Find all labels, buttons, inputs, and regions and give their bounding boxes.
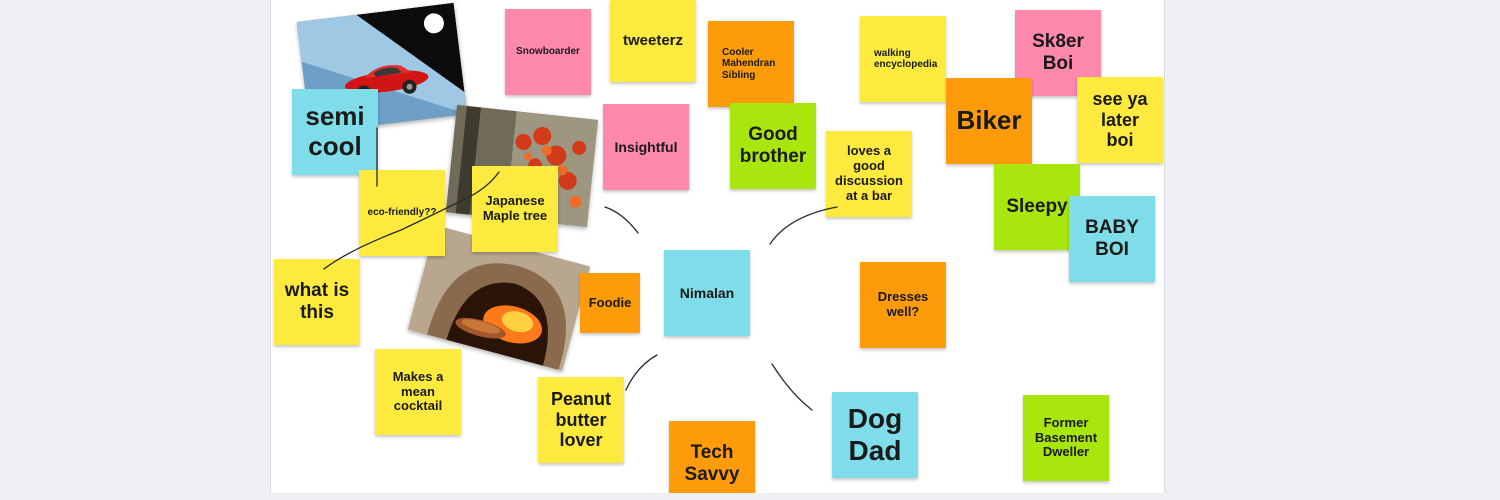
- note-dresses-well[interactable]: Dresses well?: [860, 262, 946, 348]
- note-see-ya-later-boi[interactable]: see ya later boi: [1077, 77, 1163, 163]
- note-text: walking encyclopedia: [874, 47, 938, 71]
- ink-line: [625, 354, 658, 391]
- note-foodie[interactable]: Foodie: [580, 273, 640, 333]
- note-text: Foodie: [588, 294, 632, 310]
- whiteboard-canvas[interactable]: Snowboarder tweeterz Cooler Mahendran Si…: [270, 0, 1165, 493]
- note-text: Dresses well?: [877, 289, 929, 319]
- note-text: Snowboarder: [516, 46, 580, 58]
- ink-line: [604, 206, 639, 234]
- note-loves-discussion[interactable]: loves a good discussion at a bar: [826, 131, 912, 217]
- note-text: Japanese Maple tree: [482, 193, 548, 223]
- note-text: Sk8er Boi: [1032, 31, 1084, 74]
- note-text: Insightful: [614, 138, 678, 155]
- note-tech-savvy[interactable]: Tech Savvy: [669, 421, 755, 493]
- note-text: Dog Dad: [847, 402, 903, 466]
- note-text: tweeterz: [622, 32, 684, 50]
- note-text: Makes a mean cocktail: [392, 368, 444, 414]
- note-makes-mean-cocktail[interactable]: Makes a mean cocktail: [375, 349, 461, 435]
- note-walking-encyclopedia[interactable]: walking encyclopedia: [860, 16, 946, 102]
- note-baby-boi[interactable]: BABY BOI: [1069, 196, 1155, 282]
- note-text: see ya later boi: [1092, 88, 1148, 151]
- note-snowboarder[interactable]: Snowboarder: [505, 9, 591, 95]
- note-text: loves a good discussion at a bar: [835, 143, 903, 203]
- note-text: Nimalan: [679, 284, 735, 301]
- note-good-brother[interactable]: Good brother: [730, 103, 816, 189]
- note-text: BABY BOI: [1085, 217, 1139, 260]
- note-text: Peanut butter lover: [550, 388, 611, 451]
- note-text: Sleepy: [1006, 196, 1068, 218]
- note-sleepy[interactable]: Sleepy: [994, 164, 1080, 250]
- note-former-basement-dweller[interactable]: Former Basement Dweller: [1023, 395, 1109, 481]
- note-text: what is this: [284, 280, 350, 323]
- note-text: eco-friendly??: [367, 207, 437, 219]
- note-text: Biker: [956, 105, 1022, 136]
- note-dog-dad[interactable]: Dog Dad: [832, 392, 918, 478]
- note-text: Cooler Mahendran Sibling: [722, 46, 776, 81]
- note-text: Former Basement Dweller: [1034, 414, 1098, 460]
- ink-line: [771, 363, 813, 411]
- note-semi-cool[interactable]: semi cool: [292, 89, 378, 175]
- note-nimalan[interactable]: Nimalan: [664, 250, 750, 336]
- note-cooler-sibling[interactable]: Cooler Mahendran Sibling: [708, 21, 794, 107]
- note-text: Good brother: [739, 124, 807, 167]
- pizza-oven-image[interactable]: [407, 225, 591, 371]
- note-tweeterz[interactable]: tweeterz: [610, 0, 696, 82]
- note-text: Tech Savvy: [684, 442, 740, 485]
- note-text: semi cool: [305, 101, 365, 161]
- note-japanese-maple[interactable]: Japanese Maple tree: [472, 166, 558, 252]
- note-eco-friendly[interactable]: eco-friendly??: [359, 170, 445, 256]
- note-biker[interactable]: Biker: [946, 78, 1032, 164]
- note-peanut-butter-lover[interactable]: Peanut butter lover: [538, 377, 624, 463]
- note-insightful[interactable]: Insightful: [603, 104, 689, 190]
- note-what-is-this[interactable]: what is this: [274, 259, 360, 345]
